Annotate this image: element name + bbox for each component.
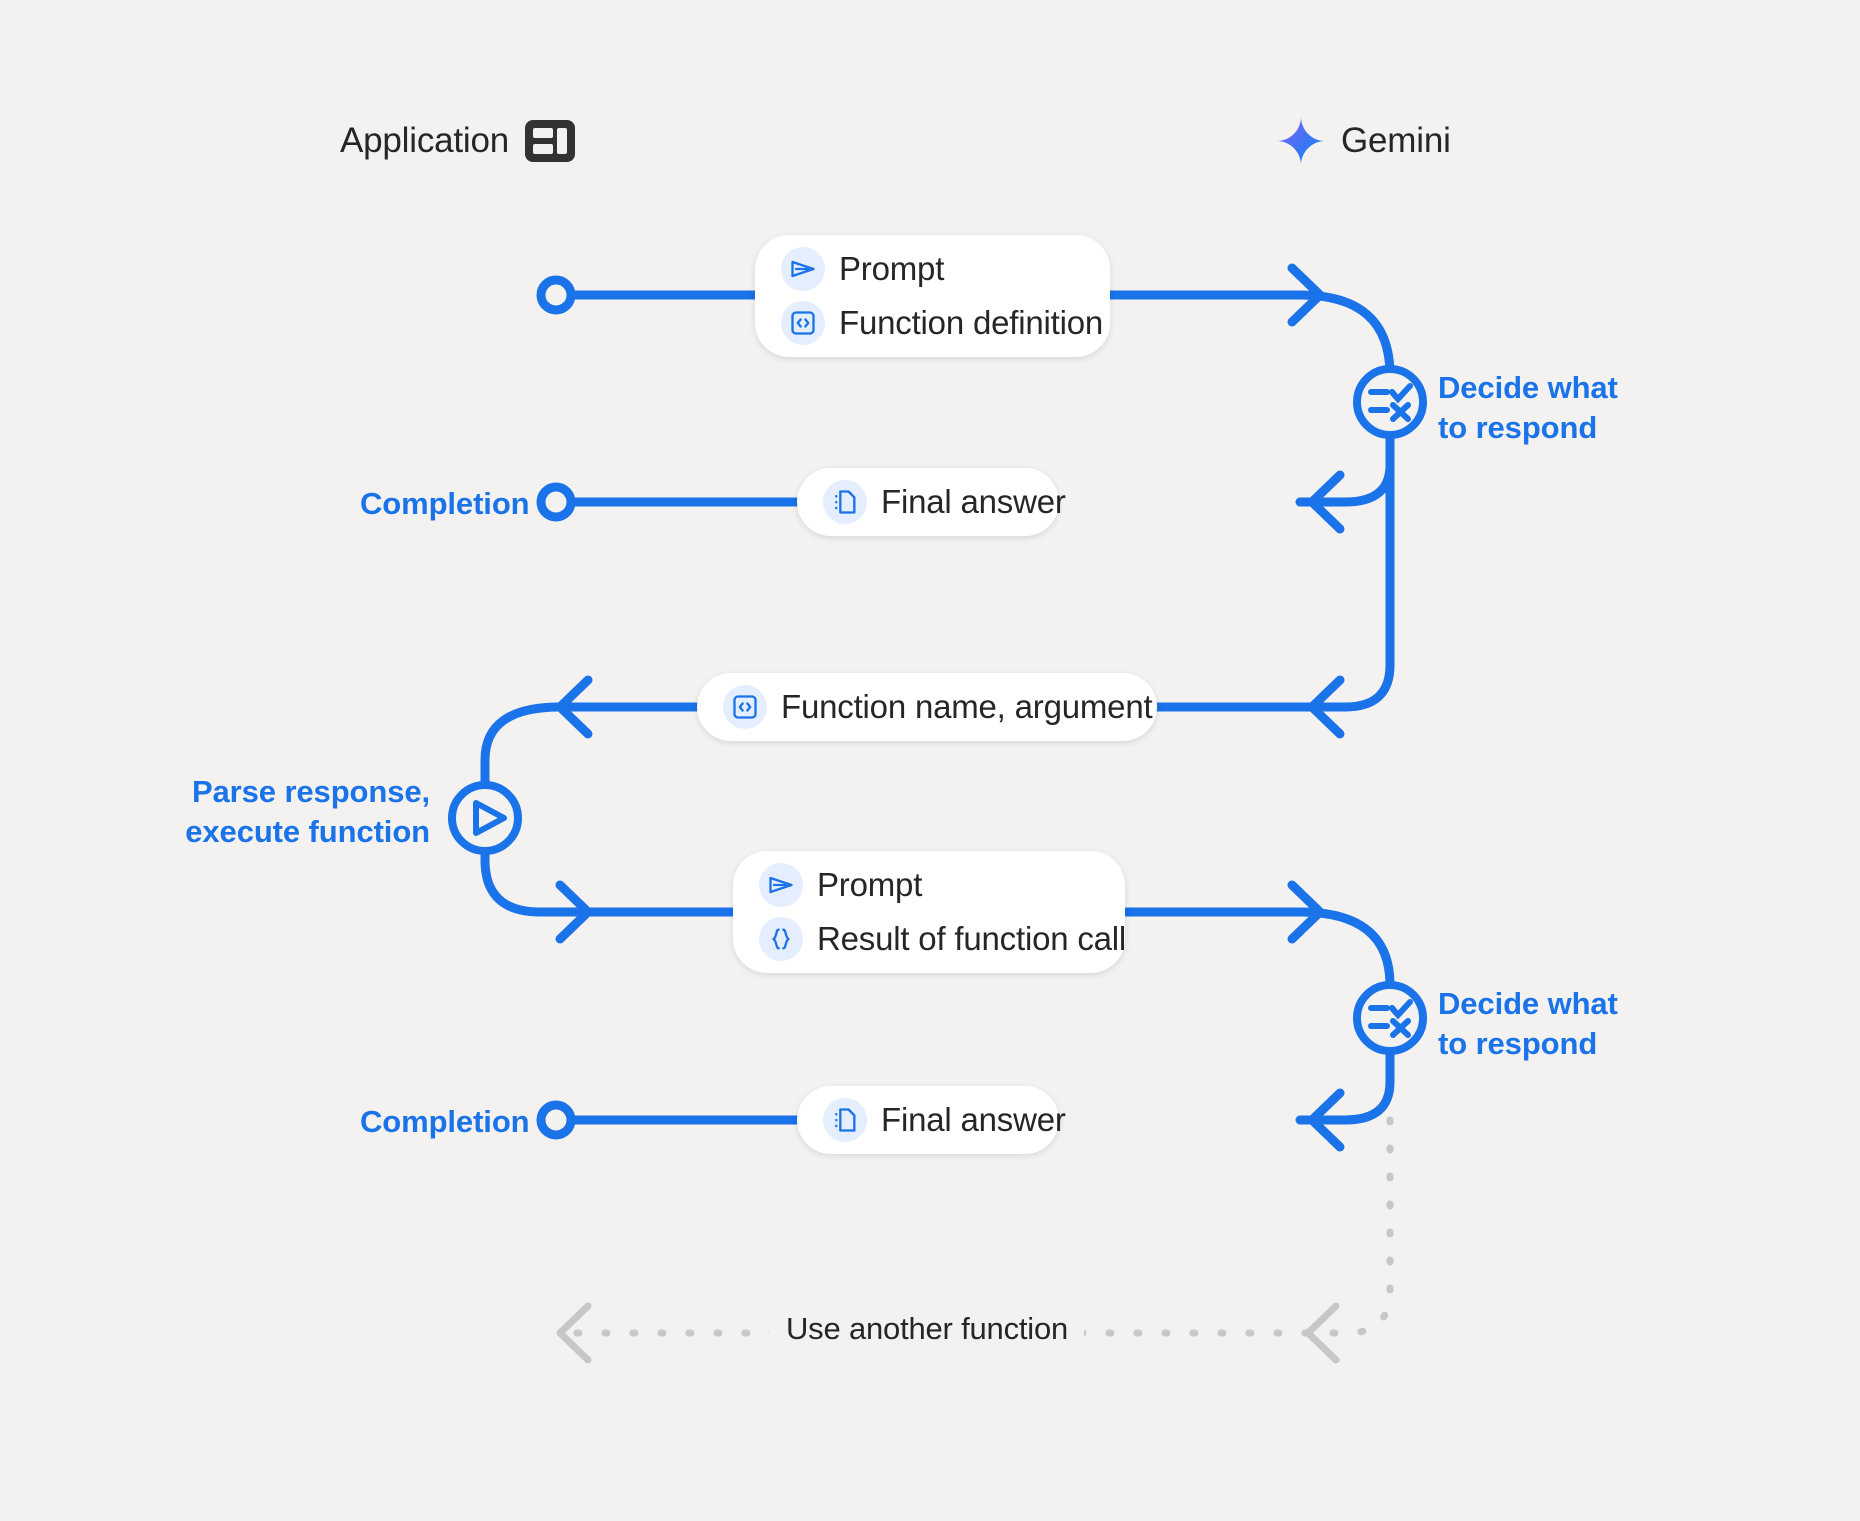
bubble-row-label: Final answer <box>881 483 1066 520</box>
loop-arrowhead-gemini <box>1304 1302 1340 1364</box>
bubble-row-label: Result of function call <box>817 920 1127 957</box>
arrowhead-funccall-app <box>555 675 593 739</box>
message-bubble-final-answer-2[interactable]: Final answer <box>797 1086 1066 1154</box>
wire-decide1-to-final <box>1295 435 1395 507</box>
caption-decide-2: Decide what to respond <box>1438 986 1618 1061</box>
caption-completion-1: Completion <box>360 486 530 521</box>
message-bubble-function-call[interactable]: Function name, argument <box>697 673 1157 741</box>
wire-decide1-to-funccall <box>1295 435 1395 712</box>
arrowhead-funccall-gemini <box>1307 675 1345 739</box>
bubble-row: Final answer <box>823 1098 1066 1142</box>
arrowhead-final-2 <box>1307 1088 1345 1152</box>
caption-completion-2: Completion <box>360 1104 530 1139</box>
bubble-row-label: Prompt <box>817 866 923 903</box>
bubble-row: Final answer <box>823 480 1066 524</box>
caption-decide-1: Decide what to respond <box>1438 370 1618 445</box>
code-brackets-icon <box>781 301 825 345</box>
arrowhead-request-1 <box>1287 263 1325 327</box>
gemini-sparkle-icon <box>1277 117 1325 165</box>
bubble-row: Result of function call <box>759 917 1126 961</box>
loop-arrowhead-app <box>556 1302 592 1364</box>
actor-application-label: Application <box>340 121 510 160</box>
actor-application: Application <box>340 120 576 162</box>
bubble-row-label: Function definition <box>839 304 1104 341</box>
origin-circle-completion2 <box>536 1100 576 1140</box>
execute-node <box>448 781 522 855</box>
bubble-row: Prompt <box>781 247 1084 291</box>
arrowhead-final-1 <box>1307 470 1345 534</box>
message-bubble-request-1[interactable]: Prompt Function definition <box>755 235 1110 357</box>
decide-node-1 <box>1353 365 1427 439</box>
actor-gemini: Gemini <box>1277 117 1451 165</box>
bubble-row: Function name, argument <box>723 685 1153 729</box>
arrowhead-request2-app <box>555 880 593 944</box>
bubble-row-label: Function name, argument <box>781 688 1153 725</box>
bubble-row: Function definition <box>781 301 1103 345</box>
decide-node-2 <box>1353 981 1427 1055</box>
send-icon <box>759 863 803 907</box>
bubble-row: Prompt <box>759 863 1099 907</box>
bubble-row-label: Prompt <box>839 250 945 287</box>
document-icon <box>823 1098 867 1142</box>
origin-circle-completion1 <box>536 482 576 522</box>
message-bubble-request-2[interactable]: Prompt Result of function call <box>733 851 1126 973</box>
wire-decide2-to-final2 <box>1295 1050 1395 1125</box>
origin-circle-request1 <box>536 275 576 315</box>
bubble-row-label: Final answer <box>881 1101 1066 1138</box>
send-icon <box>781 247 825 291</box>
loop-label: Use another function <box>770 1311 1085 1347</box>
document-icon <box>823 480 867 524</box>
caption-parse-execute: Parse response, execute function <box>185 774 430 849</box>
code-brackets-icon <box>723 685 767 729</box>
curly-braces-icon <box>759 917 803 961</box>
origin-markers <box>536 275 576 1140</box>
arrowhead-request-2 <box>1287 880 1325 944</box>
actor-gemini-label: Gemini <box>1341 121 1451 160</box>
app-layout-icon <box>525 120 576 162</box>
message-bubble-final-answer-1[interactable]: Final answer <box>797 468 1066 536</box>
